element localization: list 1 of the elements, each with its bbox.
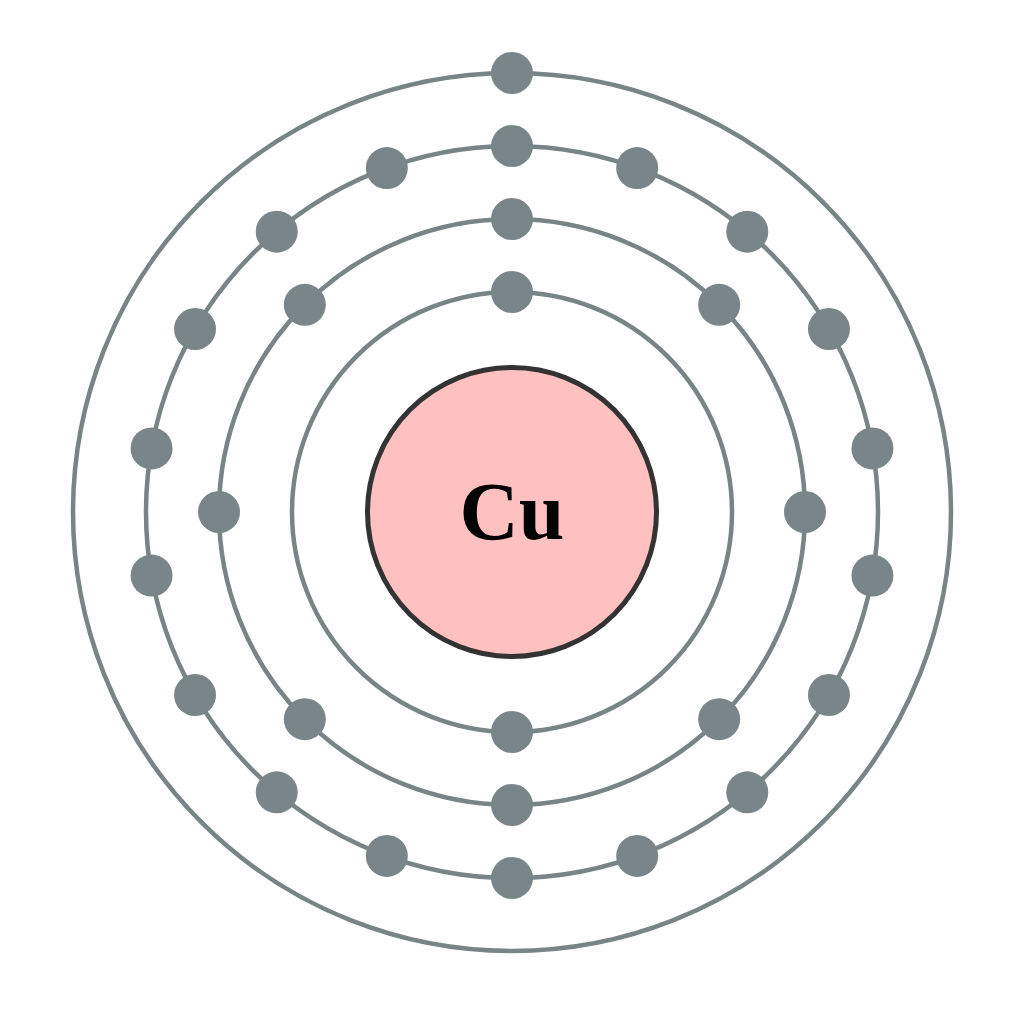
element-symbol: Cu bbox=[459, 471, 565, 553]
